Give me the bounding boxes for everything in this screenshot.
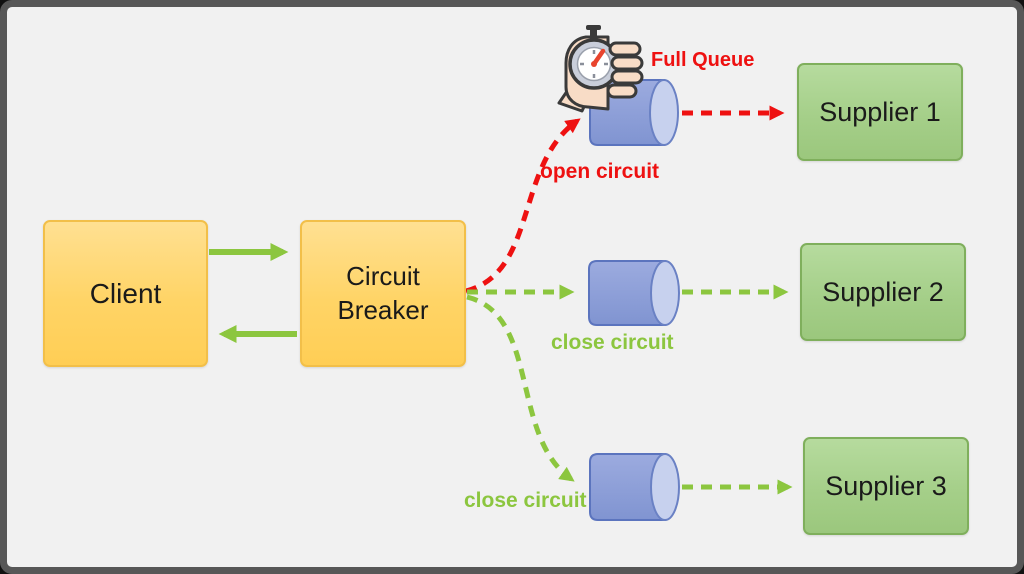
queue-3-cylinder bbox=[589, 453, 680, 521]
open-circuit-label: open circuit bbox=[540, 160, 660, 183]
close-circuit-label-bottom: close circuit bbox=[464, 489, 587, 512]
stopwatch-icon bbox=[557, 25, 644, 113]
queue-2-cylinder bbox=[588, 260, 680, 326]
node-circuit-breaker: Circuit Breaker bbox=[300, 220, 466, 367]
node-supplier-3: Supplier 3 bbox=[803, 437, 969, 535]
edge-open-circuit-curve bbox=[465, 118, 581, 294]
node-supplier-1: Supplier 1 bbox=[797, 63, 963, 161]
node-client: Client bbox=[43, 220, 208, 367]
node-supplier-2: Supplier 2 bbox=[800, 243, 966, 341]
edge-close-circuit-curve bbox=[466, 294, 575, 482]
full-queue-label: Full Queue bbox=[651, 49, 755, 71]
close-circuit-label-mid: close circuit bbox=[551, 331, 674, 354]
